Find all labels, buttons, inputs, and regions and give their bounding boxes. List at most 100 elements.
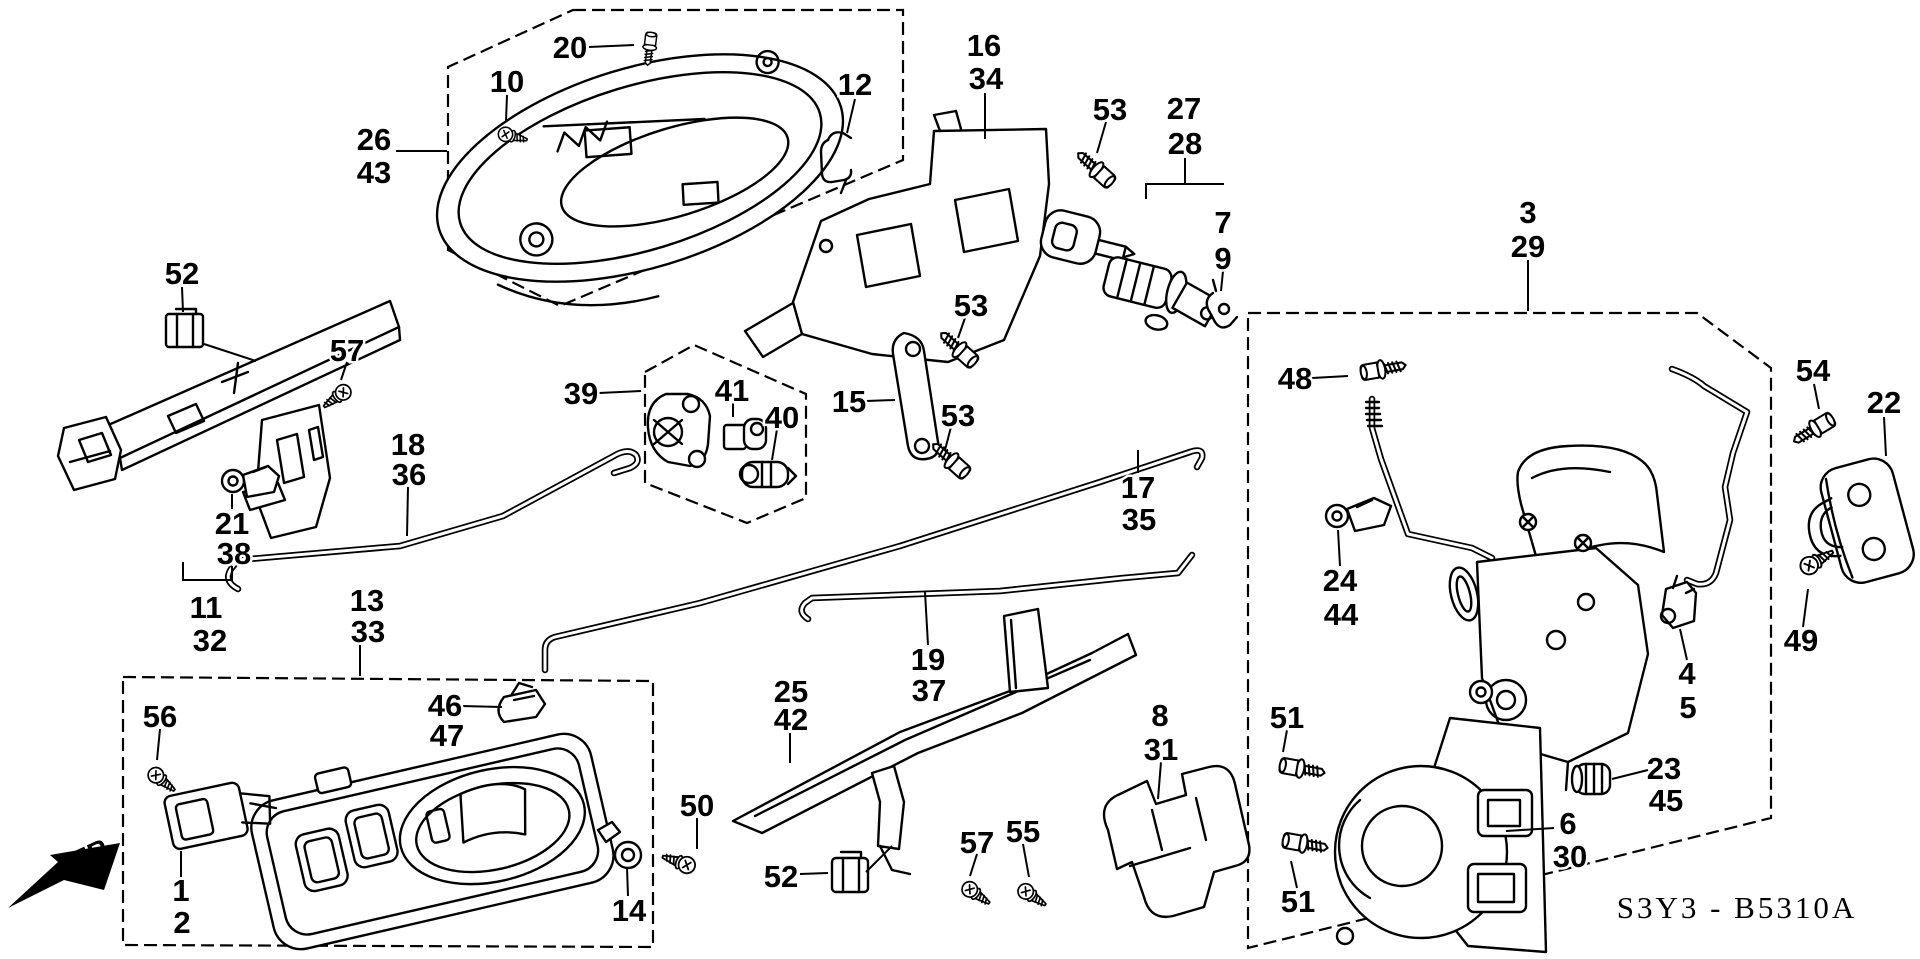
part-callout-33: 33 [351,614,385,649]
switch-1-2-drawing [163,781,278,851]
part-callout-13: 13 [350,583,384,618]
part-callout-34: 34 [969,61,1004,96]
part-callout-17: 17 [1121,470,1155,505]
clip-52-lower-drawing [830,850,870,894]
connector-40-drawing [738,460,798,489]
part-callout-50: 50 [680,788,714,823]
lock-bracket-8-31-drawing [1102,764,1251,918]
part-callout-56: 56 [143,699,177,734]
part-callout-46: 46 [428,688,462,723]
part-callout-20: 20 [553,30,587,65]
part-callout-21: 21 [215,506,249,541]
part-callout-7: 7 [1214,205,1231,240]
bolt-53-icon [1070,145,1120,192]
outer-door-handle-drawing [435,49,845,307]
part-callout-1: 1 [172,873,189,908]
part-callout-45: 45 [1649,783,1683,818]
inner-handle-assembly-box [121,675,655,949]
clip-46-47-drawing [497,681,547,724]
part-callout-43: 43 [357,155,391,190]
part-callout-26: 26 [357,122,391,157]
part-callout-6: 6 [1559,806,1576,841]
key-cylinder-drawing [1039,209,1221,331]
inner-door-handle-drawing [250,732,615,951]
clip-7-9-drawing [1205,278,1239,329]
inner-handle-base-drawing [56,299,402,540]
screw-56-icon [144,763,180,798]
part-callout-35: 35 [1122,502,1156,537]
screw-57-lower-icon [958,877,995,911]
part-callout-51: 51 [1270,700,1304,735]
part-callout-54: 54 [1796,353,1831,388]
part-callout-5: 5 [1679,690,1696,725]
part-callout-57: 57 [960,825,994,860]
bolt-54-icon [1788,408,1839,451]
bolt-48-icon [1358,354,1409,384]
part-callout-31: 31 [1144,732,1178,767]
part-callout-42: 42 [774,702,808,737]
door-lock-latch-drawing [1448,444,1666,792]
part-callout-53: 53 [1093,92,1127,127]
grommet-23-45-drawing [1570,762,1612,796]
clip-24-44-drawing [1324,496,1393,533]
part-callout-2: 2 [173,905,190,940]
part-callout-23: 23 [1647,751,1681,786]
lock-actuator-drawing [1333,716,1548,954]
protector-drawing [731,607,1138,876]
part-callout-3: 3 [1519,195,1536,230]
part-callout-22: 22 [1867,385,1901,420]
part-callout-52: 52 [764,859,798,894]
bolt-51-icon [1277,754,1328,784]
part-callout-32: 32 [193,623,227,658]
part-callout-40: 40 [765,400,799,435]
part-callout-51: 51 [1281,884,1315,919]
part-callout-27: 27 [1167,91,1201,126]
latch-switch-drawing [646,392,712,469]
striker-22-drawing [1807,457,1915,584]
fr-direction-arrow [8,843,120,908]
link-15-drawing [891,331,940,461]
part-callout-30: 30 [1553,839,1587,874]
part-callout-4: 4 [1678,656,1696,691]
bolt-53-icon [925,436,975,483]
part-callout-53: 53 [941,398,975,433]
clip-4-5-drawing [1659,574,1698,630]
part-callout-12: 12 [838,67,872,102]
part-callout-47: 47 [430,718,464,753]
part-callout-16: 16 [967,28,1001,63]
clip-52-drawing [164,307,205,349]
part-callout-28: 28 [1168,126,1202,161]
part-callout-53: 53 [954,288,988,323]
part-callout-39: 39 [564,376,598,411]
screw-57-icon [318,380,355,414]
part-callout-37: 37 [912,673,946,708]
part-callout-44: 44 [1324,597,1359,632]
grommet-21-38-drawing [220,464,281,499]
part-callout-57: 57 [330,333,364,368]
clip-12-drawing [819,131,853,195]
clip-41-drawing [722,417,768,451]
part-callout-41: 41 [715,373,749,408]
part-callout-14: 14 [612,893,647,928]
part-callout-55: 55 [1006,814,1040,849]
part-callout-11: 11 [190,590,223,625]
grommet-14-drawing [596,820,643,870]
part-callout-24: 24 [1323,563,1358,598]
diagram-code: S3Y3 - B5310A [1617,890,1858,925]
rod-thread-ticks [1364,400,1384,428]
part-callout-49: 49 [1784,623,1818,658]
part-callout-18: 18 [391,427,425,462]
handle-base-bracket-drawing [743,109,1051,364]
part-callout-36: 36 [392,457,426,492]
part-callout-19: 19 [911,642,945,677]
bolt-51-icon [1280,829,1331,859]
screw-55-icon [1014,879,1051,913]
part-callout-25: 25 [774,674,808,709]
screw-50-icon [659,847,699,877]
part-callout-38: 38 [217,536,251,571]
part-callout-15: 15 [832,384,866,419]
part-callout-52: 52 [165,256,199,291]
